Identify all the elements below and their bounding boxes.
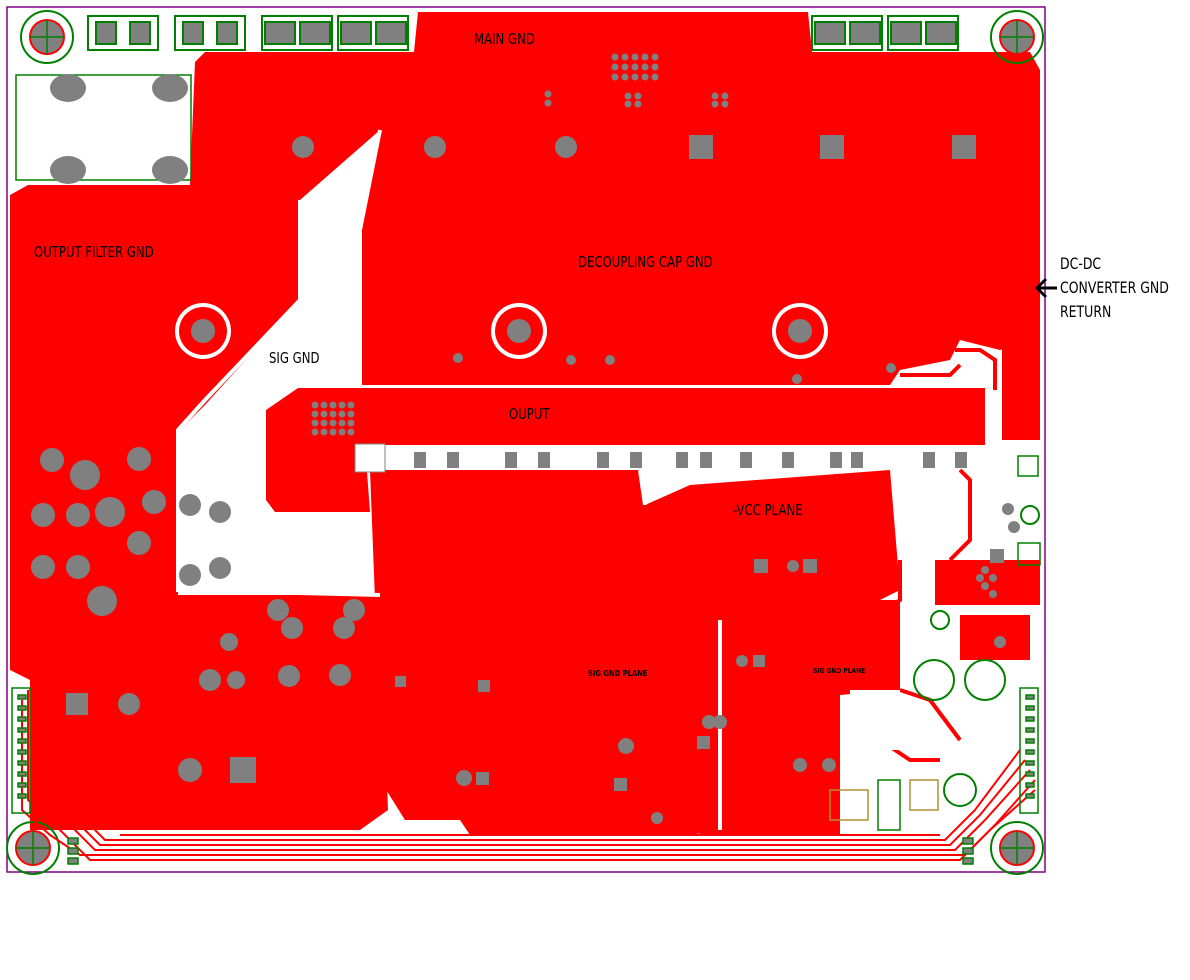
- dc-dc-annotation-line1: DC-DC: [1060, 254, 1102, 273]
- lower-right-components: [829, 455, 1041, 831]
- side-connectors: [11, 687, 1039, 865]
- lower-components: [395, 559, 836, 824]
- label-sig-gnd-plane-left: SIG GND PLANE: [588, 669, 648, 678]
- label-sig-gnd-plane-right: SIG GND PLANE: [813, 667, 866, 675]
- through-hole-pads: [31, 135, 976, 783]
- dc-dc-annotation-line2: CONVERTER GND: [1060, 278, 1169, 297]
- label-main-gnd: MAIN GND: [474, 30, 535, 48]
- annotation-arrow: [1034, 277, 1057, 299]
- isolation-gaps: [176, 129, 722, 830]
- copper-pours: [10, 12, 1040, 835]
- mounting-holes: [6, 10, 1044, 875]
- label-vcc-plane: -VCC PLANE: [733, 501, 803, 519]
- capacitor-holes: [175, 303, 828, 359]
- label-decoupling-cap-gnd: DECOUPLING CAP GND: [578, 253, 713, 271]
- input-connector: [15, 74, 192, 184]
- dc-dc-annotation-line3: RETURN: [1060, 302, 1112, 321]
- bottom-trace-bus: [21, 690, 1036, 861]
- label-ouput: OUPUT: [509, 405, 550, 423]
- dc-dc-annotation: DC-DC CONVERTER GND RETURN: [1060, 252, 1169, 324]
- label-output-filter-gnd: OUTPUT FILTER GND: [34, 243, 154, 261]
- output-pads: [354, 443, 967, 473]
- via-arrays: [311, 53, 997, 598]
- top-connectors: [87, 15, 959, 51]
- label-sig-gnd: SIG GND: [269, 349, 320, 367]
